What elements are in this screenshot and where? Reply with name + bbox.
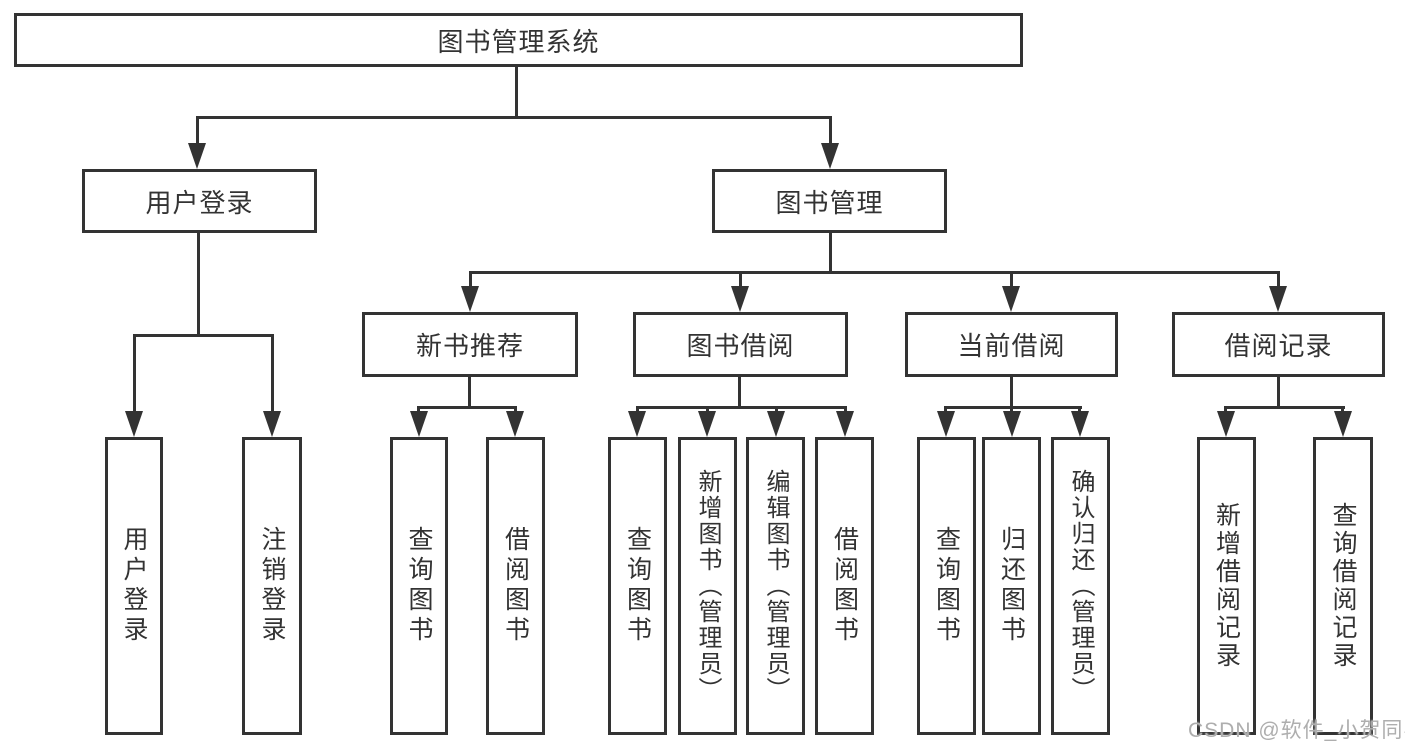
leaf-rec-add-record-label: 新增借阅记录 bbox=[1212, 502, 1241, 670]
leaf-rec-query-record-label: 查询借阅记录 bbox=[1329, 502, 1357, 670]
leaf-cb-return-books: 归还图书 bbox=[982, 437, 1041, 735]
arrowhead-down bbox=[188, 143, 206, 169]
connector-line bbox=[271, 334, 274, 413]
connector-line bbox=[418, 406, 517, 409]
connector-line bbox=[739, 271, 742, 288]
node-borrow-records: 借阅记录 bbox=[1172, 312, 1385, 377]
leaf-user-login: 用户登录 bbox=[105, 437, 163, 735]
arrowhead-down bbox=[1217, 411, 1235, 437]
connector-line bbox=[1010, 375, 1013, 408]
leaf-logout: 注销登录 bbox=[242, 437, 302, 735]
connector-line bbox=[196, 116, 832, 119]
arrowhead-down bbox=[1071, 411, 1089, 437]
arrowhead-down bbox=[461, 286, 479, 312]
connector-line bbox=[133, 334, 274, 337]
connector-line bbox=[469, 271, 1280, 274]
connector-line bbox=[468, 375, 471, 408]
arrowhead-down bbox=[836, 411, 854, 437]
leaf-logout-label: 注销登录 bbox=[258, 526, 286, 646]
arrowhead-down bbox=[767, 411, 785, 437]
leaf-bb-edit-books-admin-label: 编辑图书（管理员） bbox=[762, 469, 789, 703]
arrowhead-down bbox=[410, 411, 428, 437]
node-root: 图书管理系统 bbox=[14, 13, 1023, 67]
node-new-book-recommend-label: 新书推荐 bbox=[415, 331, 524, 361]
leaf-cb-confirm-return-admin: 确认归还（管理员） bbox=[1051, 437, 1110, 735]
node-book-management-label: 图书管理 bbox=[775, 187, 884, 218]
leaf-rec-add-record: 新增借阅记录 bbox=[1197, 437, 1256, 735]
connector-line bbox=[469, 271, 472, 288]
node-new-book-recommend: 新书推荐 bbox=[362, 312, 578, 377]
node-book-borrow: 图书借阅 bbox=[633, 312, 848, 377]
node-current-borrow: 当前借阅 bbox=[905, 312, 1118, 377]
arrowhead-down bbox=[1269, 286, 1287, 312]
leaf-bb-query-books-label: 查询图书 bbox=[623, 526, 652, 646]
connector-line bbox=[515, 66, 518, 118]
connector-line bbox=[945, 406, 1082, 409]
connector-line bbox=[1277, 375, 1280, 408]
arrowhead-down bbox=[698, 411, 716, 437]
leaf-bb-edit-books-admin: 编辑图书（管理员） bbox=[746, 437, 805, 735]
arrowhead-down bbox=[1002, 286, 1020, 312]
connector-line bbox=[829, 232, 832, 273]
node-current-borrow-label: 当前借阅 bbox=[957, 331, 1066, 361]
leaf-cb-query-books-label: 查询图书 bbox=[932, 526, 961, 646]
connector-line bbox=[1225, 406, 1345, 409]
node-user-login-label: 用户登录 bbox=[145, 187, 254, 218]
arrowhead-down bbox=[821, 143, 839, 169]
node-borrow-records-label: 借阅记录 bbox=[1224, 331, 1333, 361]
leaf-bb-add-books-admin: 新增图书（管理员） bbox=[678, 437, 737, 735]
node-root-label: 图书管理系统 bbox=[437, 26, 600, 57]
connector-line bbox=[1277, 271, 1280, 288]
leaf-bb-add-books-admin-label: 新增图书（管理员） bbox=[694, 469, 721, 703]
leaf-cb-confirm-return-admin-label: 确认归还（管理员） bbox=[1067, 469, 1094, 703]
arrowhead-down bbox=[506, 411, 524, 437]
leaf-nb-query-books: 查询图书 bbox=[390, 437, 448, 735]
connector-line bbox=[133, 334, 136, 413]
leaf-bb-query-books: 查询图书 bbox=[608, 437, 667, 735]
connector-line bbox=[1010, 271, 1013, 288]
arrowhead-down bbox=[1334, 411, 1352, 437]
leaf-cb-return-books-label: 归还图书 bbox=[997, 526, 1026, 646]
csdn-watermark: CSDN @软件_小贺同学 bbox=[1188, 719, 1405, 742]
node-book-management: 图书管理 bbox=[712, 169, 947, 233]
connector-line bbox=[196, 116, 199, 147]
leaf-nb-borrow-books: 借阅图书 bbox=[486, 437, 545, 735]
node-user-login: 用户登录 bbox=[82, 169, 317, 233]
connector-line bbox=[738, 375, 741, 408]
leaf-rec-query-record: 查询借阅记录 bbox=[1313, 437, 1373, 735]
leaf-cb-query-books: 查询图书 bbox=[917, 437, 976, 735]
arrowhead-down bbox=[263, 411, 281, 437]
arrowhead-down bbox=[125, 411, 143, 437]
leaf-nb-borrow-books-label: 借阅图书 bbox=[501, 526, 530, 646]
connector-line bbox=[197, 232, 200, 336]
arrowhead-down bbox=[628, 411, 646, 437]
node-book-borrow-label: 图书借阅 bbox=[686, 331, 795, 361]
connector-line bbox=[636, 406, 847, 409]
arrowhead-down bbox=[731, 286, 749, 312]
leaf-nb-query-books-label: 查询图书 bbox=[405, 526, 433, 646]
leaf-bb-borrow-books: 借阅图书 bbox=[815, 437, 874, 735]
arrowhead-down bbox=[937, 411, 955, 437]
leaf-bb-borrow-books-label: 借阅图书 bbox=[830, 526, 859, 646]
arrowhead-down bbox=[1003, 411, 1021, 437]
leaf-user-login-label: 用户登录 bbox=[120, 526, 148, 646]
connector-line bbox=[829, 116, 832, 147]
